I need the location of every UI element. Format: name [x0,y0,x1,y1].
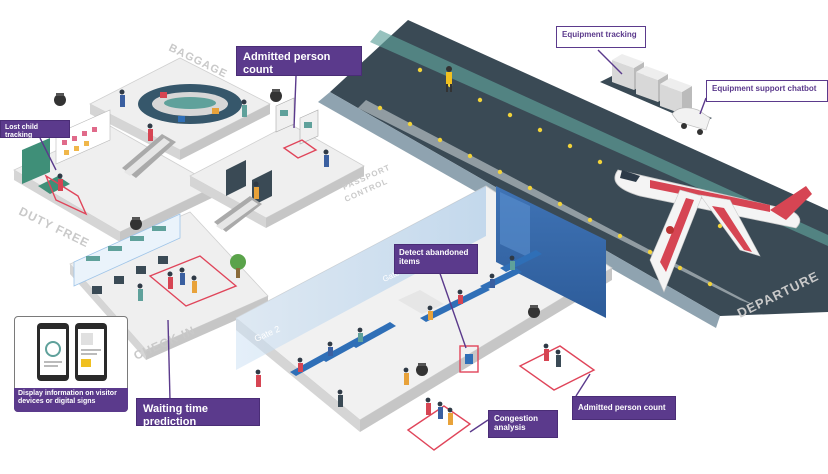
airplane [614,169,812,293]
lost-child-tracking-callout: Lost child tracking [0,120,70,139]
admitted-person-count-callout-top: Admitted person count [236,46,362,76]
detect-abandoned-items-callout: Detect abandoned items [394,244,478,274]
phone-illustrations [37,323,107,381]
gate-area: Gate 2 Gate 3 [235,185,613,451]
callout-connectors [39,49,707,433]
equipment-support-chatbot-callout: Equipment support chatbot [706,80,828,102]
congestion-analysis-callout: Congestion analysis [488,410,558,438]
admitted-person-count-callout-bottom: Admitted person count [572,396,676,420]
equipment-tracking-callout: Equipment tracking [556,26,646,48]
waiting-time-prediction-callout: Waiting time prediction [136,398,260,428]
display-information-caption: Display information on visitor devices o… [14,388,128,412]
